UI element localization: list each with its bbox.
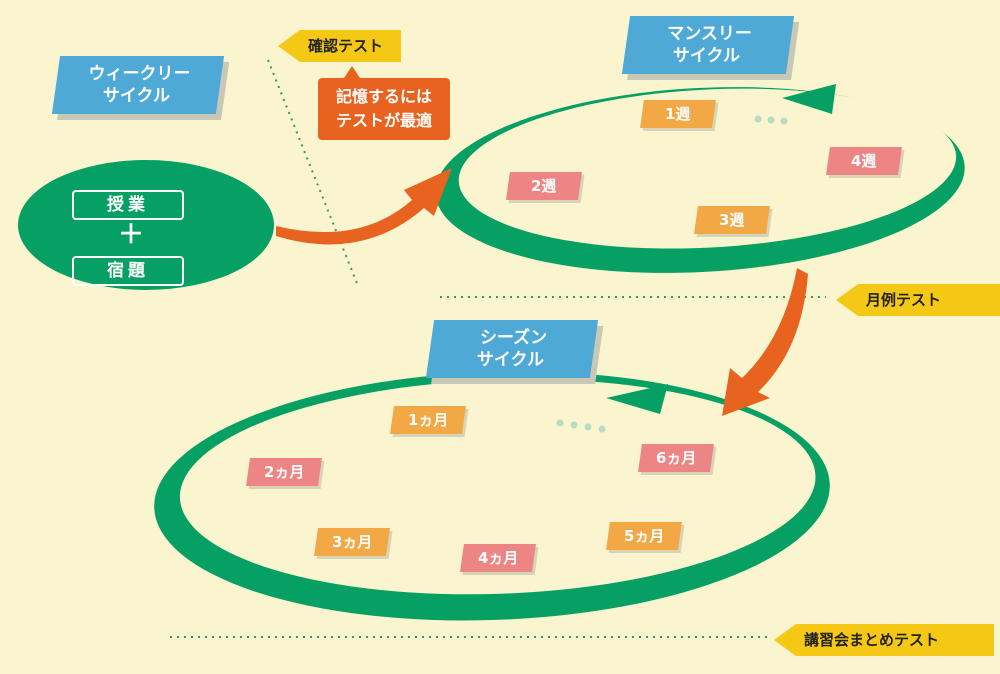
season-ellipsis-dot — [570, 421, 578, 429]
season-ellipsis-dot — [556, 419, 564, 427]
monthly-cycle-title: マンスリー サイクル — [621, 16, 795, 74]
monthly-cycle-ring — [435, 87, 965, 273]
monthly-test-tag: 月例テスト — [836, 284, 1000, 316]
week-box-1: 1週 — [640, 100, 716, 128]
weekly-cycle-title: ウィークリー サイクル — [51, 56, 225, 114]
monthly-ring-arrowhead — [782, 84, 836, 114]
season-cycle-title: シーズン サイクル — [425, 320, 599, 378]
weekly-cycle-oval — [18, 160, 274, 290]
month-box-3: 3ヵ月 — [314, 528, 390, 556]
plus-sign: ＋ — [118, 220, 145, 250]
weekly-to-monthly-arrow — [276, 168, 452, 245]
month-box-2: 2ヵ月 — [246, 458, 322, 486]
month-box-6: 6ヵ月 — [638, 444, 714, 472]
season-ellipsis-dot — [598, 425, 606, 433]
month-box-5: 5ヵ月 — [606, 522, 682, 550]
homework-box: 宿題 — [72, 256, 184, 286]
final-test-tag: 講習会まとめテスト — [774, 624, 994, 656]
month-box-4: 4ヵ月 — [460, 544, 536, 572]
monthly-ellipsis-dot — [754, 115, 762, 123]
season-ring-arrowhead — [606, 384, 668, 414]
month-box-1: 1ヵ月 — [390, 406, 466, 434]
lesson-box: 授業 — [72, 190, 184, 220]
week-box-3: 3週 — [694, 206, 770, 234]
week-box-2: 2週 — [506, 172, 582, 200]
confirm-test-tag: 確認テスト — [278, 30, 402, 62]
memory-callout: 記憶するには テストが最適 — [318, 66, 450, 140]
monthly-to-season-arrow — [722, 268, 808, 416]
season-ellipsis-dot — [584, 423, 592, 431]
monthly-ellipsis-dot — [780, 117, 788, 125]
week-box-4: 4週 — [826, 147, 902, 175]
monthly-ellipsis-dot — [767, 116, 775, 124]
